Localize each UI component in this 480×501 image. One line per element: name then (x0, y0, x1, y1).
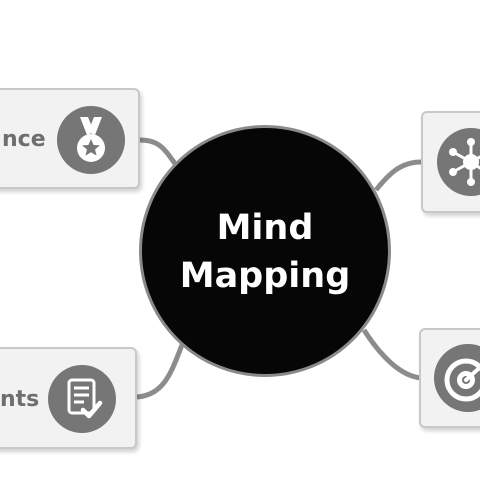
branch-node-top-left[interactable]: nce (0, 88, 140, 189)
branch-node-top-right[interactable] (421, 111, 480, 213)
central-topic-line-1: Mind (216, 208, 314, 248)
branch-node-bottom-left[interactable]: nts (0, 347, 137, 449)
branch-node-bottom-right[interactable] (419, 328, 480, 428)
connector-bottom-right (361, 328, 422, 381)
medal-star-icon (57, 106, 125, 174)
connector-top-left (139, 137, 179, 167)
target-dart-icon (434, 344, 480, 412)
network-hub-icon (437, 128, 480, 196)
checklist-document-icon (48, 365, 116, 433)
central-topic-node[interactable]: Mind Mapping (139, 125, 391, 377)
central-topic-line-2: Mapping (179, 256, 351, 296)
connector-bottom-left (136, 344, 185, 400)
branch-label-top-left: nce (2, 127, 46, 152)
branch-label-bottom-left: nts (0, 387, 40, 412)
connector-top-right (374, 159, 422, 192)
